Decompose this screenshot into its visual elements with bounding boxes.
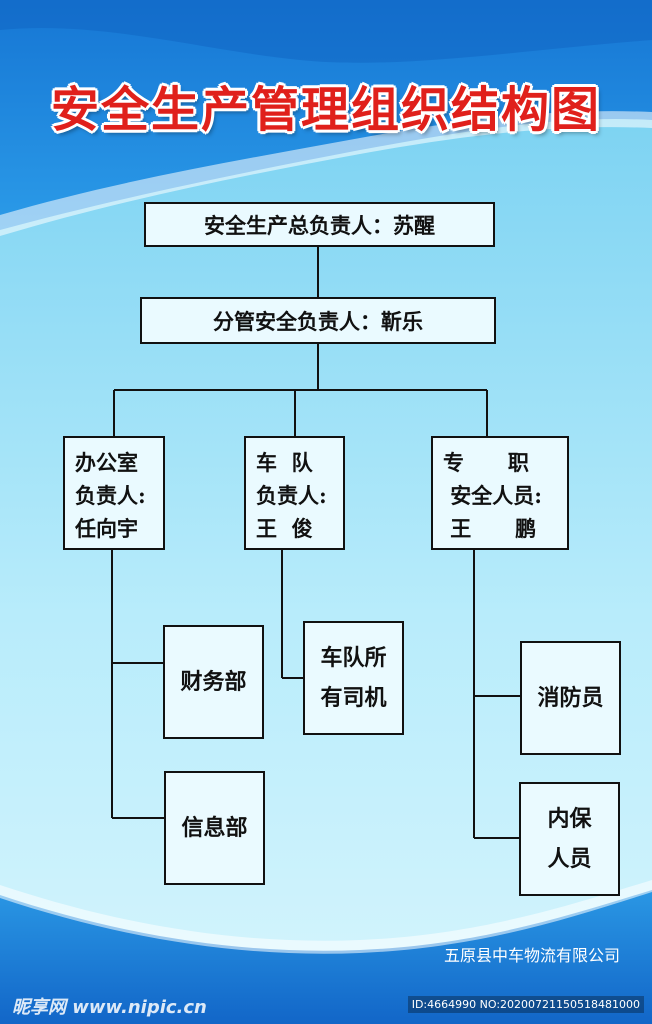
- finance-label: 财务部: [180, 669, 247, 695]
- box-fire: 消防员: [520, 641, 621, 755]
- dept-line: 王 鹏: [443, 516, 537, 541]
- box-dept-office: 办公室 负责人: 任向宇: [63, 436, 165, 550]
- box-dept-fleet: 车 队 负责人: 王 俊: [244, 436, 345, 550]
- dept-line: 专 职: [443, 450, 529, 475]
- head-label: 安全生产总负责人：苏醒: [204, 212, 435, 238]
- box-drivers: 车队所 有司机: [303, 621, 404, 735]
- box-security: 内保 人员: [519, 782, 620, 896]
- security-label-line: 人员: [547, 846, 592, 872]
- dept-line: 车 队: [256, 450, 313, 475]
- box-dept-safety: 专 职 安全人员: 王 鹏: [431, 436, 569, 550]
- dept-line: 王 俊: [256, 516, 313, 541]
- company-name: 五原县中车物流有限公司: [443, 946, 620, 965]
- dept-line: 负责人:: [75, 483, 146, 508]
- dept-line: 任向宇: [75, 516, 138, 541]
- box-info: 信息部: [164, 771, 265, 885]
- box-head: 安全生产总负责人：苏醒: [144, 202, 495, 247]
- fire-label: 消防员: [537, 685, 604, 711]
- box-finance: 财务部: [163, 625, 264, 739]
- info-label: 信息部: [181, 815, 248, 841]
- box-deputy: 分管安全负责人：靳乐: [140, 297, 496, 344]
- deputy-label: 分管安全负责人：靳乐: [213, 308, 423, 334]
- dept-line: 负责人:: [256, 483, 327, 508]
- watermark-logo: 昵享网 www.nipic.cn: [12, 997, 207, 1018]
- drivers-label-line: 车队所: [320, 645, 387, 671]
- watermark-id: ID:4664990 NO:20200721150518481000: [407, 996, 644, 1013]
- security-label-line: 内保: [547, 806, 592, 832]
- chart-title: 安全生产管理组织结构图: [50, 82, 601, 138]
- dept-line: 办公室: [75, 450, 138, 475]
- drivers-label-line: 有司机: [320, 685, 387, 711]
- dept-line: 安全人员:: [443, 483, 543, 508]
